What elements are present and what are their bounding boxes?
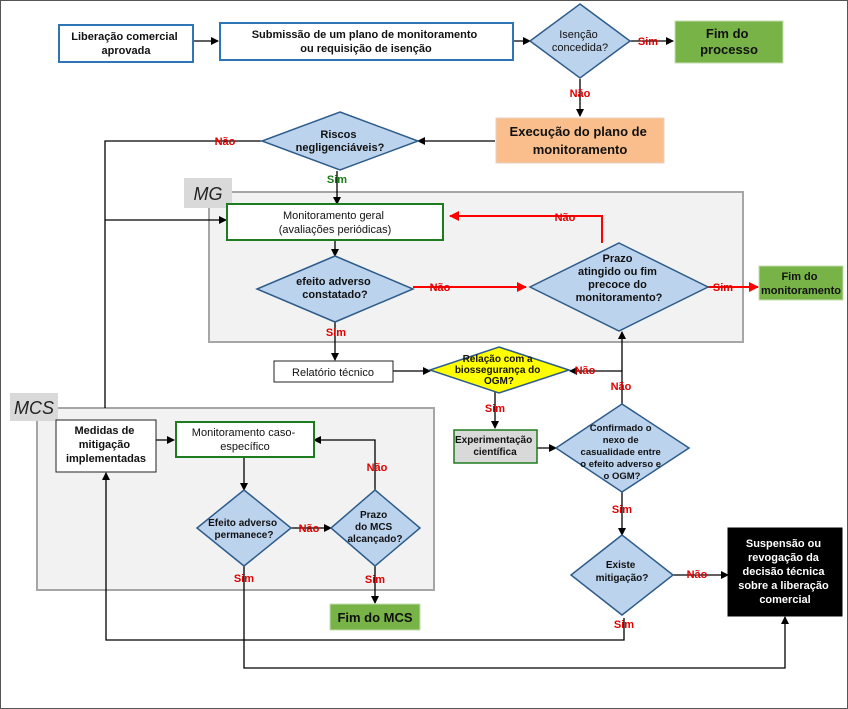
edge-prazo-mg-nao-red bbox=[449, 211, 603, 243]
decision-prazo-mg-text: Prazo atingido ou fim precoce do monitor… bbox=[576, 253, 663, 304]
label-riscos-nao: Não bbox=[215, 136, 236, 148]
mg-region-tab bbox=[184, 178, 232, 208]
label-efeito-perm-sim: Sim bbox=[234, 573, 254, 585]
node-execucao bbox=[495, 117, 665, 164]
mcs-region-tab bbox=[10, 393, 58, 421]
label-confirmado-sim: Sim bbox=[612, 504, 632, 516]
label-efeito-sim: Sim bbox=[326, 327, 346, 339]
node-liberacao-aprovada bbox=[58, 24, 194, 63]
label-prazo-mcs-sim: Sim bbox=[365, 574, 385, 586]
node-submissao bbox=[219, 22, 514, 61]
node-fim-processo-text: Fim do processo bbox=[700, 26, 758, 57]
edge-existe-sim bbox=[102, 472, 625, 641]
node-execucao-text: Execução do plano de monitoramento bbox=[510, 124, 651, 157]
decision-relacao-text: Relação com a biossegurança do OGM? bbox=[455, 354, 543, 387]
decision-confirmado-nexo bbox=[554, 403, 691, 493]
node-fim-monitoramento-text: Fim do monitoramento bbox=[761, 271, 841, 297]
decision-prazo-mcs bbox=[329, 489, 422, 567]
decision-confirmado-text: Confirmado o nexo de casualidade entre o… bbox=[580, 423, 663, 482]
node-medidas-text: Medidas de mitigação implementadas bbox=[66, 425, 146, 465]
decision-isencao-text: Isenção concedida? bbox=[552, 29, 608, 54]
node-suspensao bbox=[727, 527, 843, 617]
node-liberacao-aprovada-text: Liberação comercial aprovada bbox=[71, 31, 180, 57]
node-fim-mcs-text: Fim do MCS bbox=[337, 610, 412, 625]
label-prazo-mg-sim: Sim bbox=[713, 282, 733, 294]
label-existe-nao: Não bbox=[687, 569, 708, 581]
edge-riscos-nao bbox=[104, 140, 262, 408]
node-monitoramento-caso bbox=[175, 421, 315, 458]
label-prazo-mcs-nao: Não bbox=[367, 462, 388, 474]
node-experimentacao bbox=[453, 429, 538, 464]
label-efeito-perm-nao: Não bbox=[299, 523, 320, 535]
node-relatorio bbox=[273, 360, 394, 383]
decision-prazo-mg bbox=[528, 242, 710, 332]
label-isencao-nao: Não bbox=[570, 88, 591, 100]
decision-riscos-text: Riscos negligenciáveis? bbox=[296, 129, 385, 154]
node-relatorio-text: Relatório técnico bbox=[292, 367, 374, 379]
node-fim-processo bbox=[674, 20, 784, 64]
node-fim-monitoramento bbox=[758, 265, 844, 301]
label-existe-sim: Sim bbox=[614, 619, 634, 631]
edge-prazo-mcs-nao bbox=[313, 436, 376, 490]
label-relacao-sim: Sim bbox=[485, 403, 505, 415]
decision-existe-mitigacao-text: Existe mitigação? bbox=[596, 560, 649, 584]
decision-isencao bbox=[528, 3, 632, 79]
node-suspensao-text: Suspensão ou revogação da decisão técnic… bbox=[738, 538, 832, 606]
decision-relacao-biosseguranca bbox=[427, 346, 572, 394]
node-medidas-mitigacao bbox=[55, 419, 157, 473]
decision-riscos bbox=[259, 111, 421, 171]
node-fim-mcs bbox=[329, 603, 421, 631]
edge-efeito-perm-sim bbox=[243, 566, 789, 669]
decision-efeito-constatado bbox=[255, 255, 415, 323]
decision-existe-mitigacao bbox=[569, 534, 675, 616]
label-confirmado-nao: Não bbox=[611, 381, 632, 393]
decision-efeito-constatado-text: efeito adverso constatado? bbox=[296, 276, 374, 301]
mcs-region-title: MCS bbox=[14, 398, 54, 418]
decision-prazo-mcs-text: Prazo do MCS alcançado? bbox=[347, 510, 402, 545]
node-submissao-text: Submissão de um plano de monitoramento o… bbox=[252, 29, 481, 55]
node-experimentacao-text: Experimentação científica bbox=[455, 435, 535, 458]
decision-efeito-permanece-text: Efeito adverso permanece? bbox=[208, 518, 280, 541]
label-efeito-nao: Não bbox=[430, 282, 451, 294]
label-riscos-sim: Sim bbox=[327, 174, 347, 186]
node-monitoramento-geral-text: Monitoramento geral (avaliações periódic… bbox=[279, 210, 392, 236]
node-monitoramento-caso-text: Monitoramento caso- específico bbox=[192, 427, 298, 453]
node-monitoramento-geral bbox=[226, 203, 444, 241]
label-relacao-nao: Não bbox=[575, 365, 596, 377]
label-prazo-mg-nao: Não bbox=[555, 212, 576, 224]
label-isencao-sim: Sim bbox=[638, 36, 658, 48]
decision-efeito-permanece bbox=[195, 489, 293, 567]
mg-region-title: MG bbox=[194, 184, 223, 204]
